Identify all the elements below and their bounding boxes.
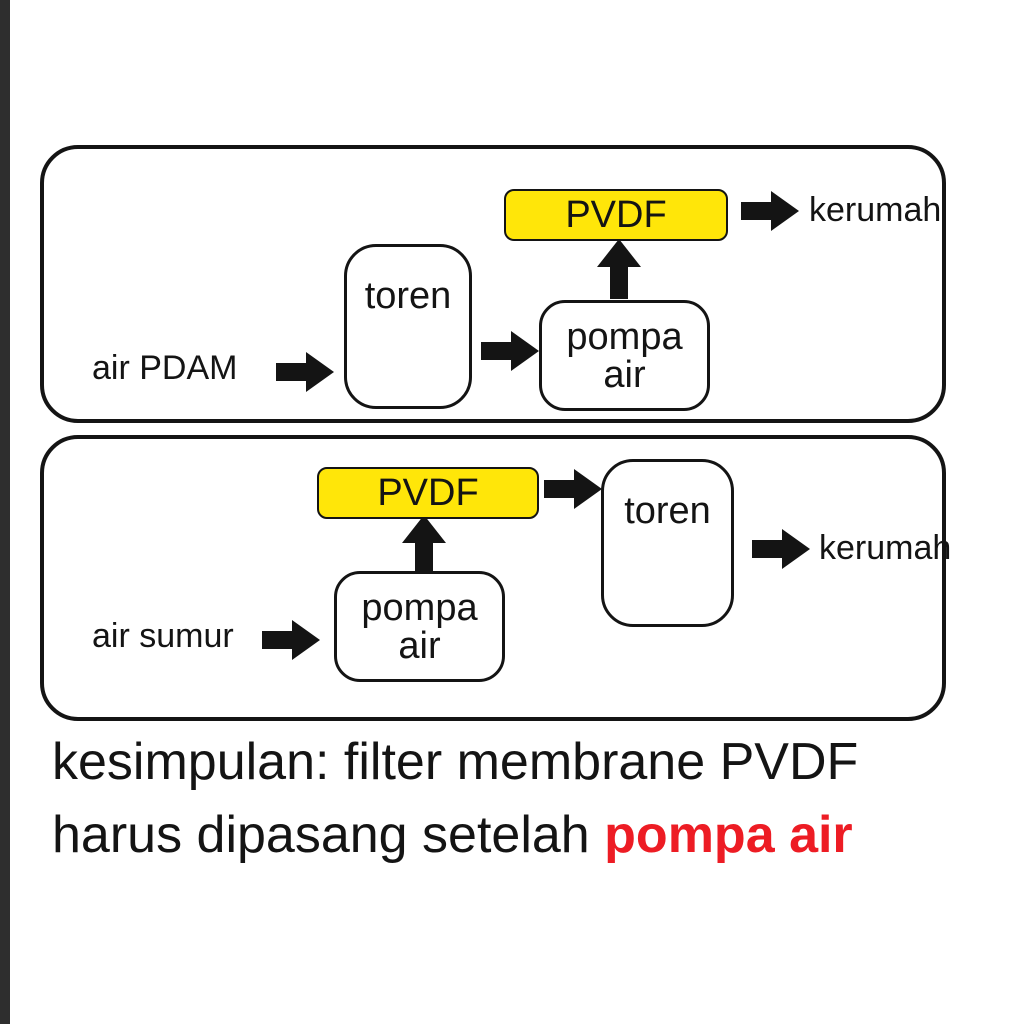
pompa-air-node: pompa air xyxy=(539,300,710,411)
arrow-head xyxy=(771,191,799,231)
arrow-right-icon xyxy=(481,331,539,371)
panel-sumur: air sumur pompa air PVDF toren kerumah xyxy=(40,435,951,721)
conclusion-line1: kesimpulan: filter membrane PVDF xyxy=(52,733,859,791)
source-label-pdam: air PDAM xyxy=(92,349,238,387)
toren-label: toren xyxy=(364,275,452,317)
pvdf-filter-box: PVDF xyxy=(504,189,728,241)
pompa-label-line1: pompa xyxy=(566,315,683,358)
pvdf-label: PVDF xyxy=(377,471,479,514)
arrow-up-icon xyxy=(402,515,446,571)
arrow-right-icon xyxy=(752,529,810,569)
pompa-label-line1: pompa xyxy=(361,586,478,629)
arrow-shaft xyxy=(262,631,292,649)
destination-label: kerumah xyxy=(809,191,942,229)
panel-pdam: air PDAM toren pompa air PVDF kerumah xyxy=(40,145,946,423)
highlight-pompa-air: pompa air xyxy=(604,805,853,864)
pompa-air-node: pompa air xyxy=(334,571,505,682)
toren-node: toren xyxy=(601,459,734,627)
arrow-head xyxy=(574,469,602,509)
arrow-head xyxy=(511,331,539,371)
conclusion-line2: harus dipasang setelah pompa air xyxy=(52,799,858,872)
source-label-sumur: air sumur xyxy=(92,617,234,655)
arrow-right-icon xyxy=(262,620,320,660)
arrow-up-icon xyxy=(597,239,641,299)
arrow-shaft xyxy=(741,202,771,220)
pvdf-label: PVDF xyxy=(565,193,667,236)
arrow-right-icon xyxy=(276,352,334,392)
arrow-right-icon xyxy=(544,469,602,509)
toren-node: toren xyxy=(344,244,472,409)
left-edge-strip xyxy=(0,0,10,1024)
pvdf-filter-box: PVDF xyxy=(317,467,539,519)
arrow-head xyxy=(597,239,641,267)
arrow-head xyxy=(782,529,810,569)
conclusion-text: kesimpulan: filter membrane PVDF harus d… xyxy=(52,726,858,872)
arrow-shaft xyxy=(415,543,433,571)
toren-label: toren xyxy=(624,490,711,532)
arrow-shaft xyxy=(752,540,782,558)
conclusion-line2-text: harus dipasang setelah xyxy=(52,805,605,864)
arrow-head xyxy=(306,352,334,392)
pompa-label-line2: air xyxy=(603,353,646,396)
arrow-head xyxy=(292,620,320,660)
arrow-shaft xyxy=(544,480,574,498)
arrow-head xyxy=(402,515,446,543)
arrow-shaft xyxy=(276,363,306,381)
pompa-label-line2: air xyxy=(398,624,441,667)
arrow-right-icon xyxy=(741,191,799,231)
destination-label: kerumah xyxy=(819,529,952,567)
arrow-shaft xyxy=(481,342,511,360)
arrow-shaft xyxy=(610,267,628,299)
